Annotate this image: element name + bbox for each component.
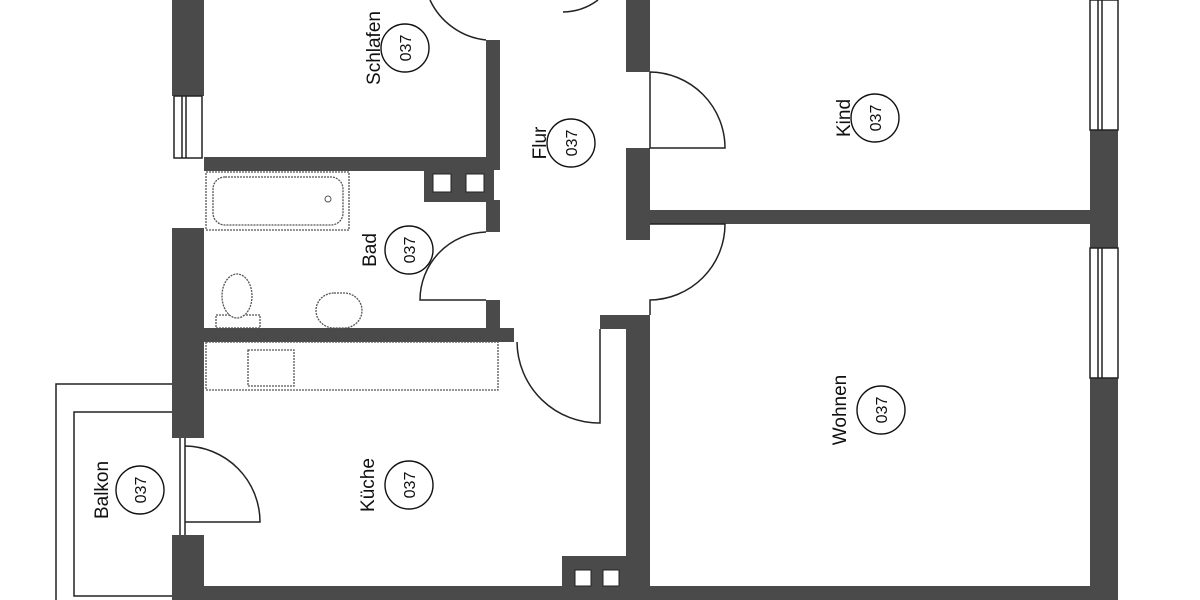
room-label: Kind [834,99,855,137]
room-schlafen: Schlafen 037 [364,11,430,85]
room-label: Schlafen [364,11,385,85]
walls [172,0,1118,600]
fixtures [205,171,499,391]
room-number: 037 [564,130,581,157]
room-kind: Kind 037 [834,93,900,143]
room-label: Bad [360,233,381,267]
windows [173,0,1119,535]
balcony-outline [55,383,172,600]
room-number: 037 [402,472,419,499]
doors [184,0,726,523]
room-label: Wohnen [830,375,851,445]
room-number: 037 [868,105,885,132]
room-label: Flur [530,126,551,159]
shafts [432,173,620,587]
room-kueche: Küche 037 [358,458,434,512]
room-number: 037 [133,477,150,504]
room-bad: Bad 037 [360,225,434,275]
room-number: 037 [398,35,415,62]
room-balkon: Balkon 037 [92,461,165,519]
room-number: 037 [874,397,891,424]
room-flur: Flur 037 [530,118,596,168]
room-label: Balkon [92,461,113,519]
room-number: 037 [402,237,419,264]
room-wohnen: Wohnen 037 [830,375,906,445]
room-label: Küche [358,458,379,512]
